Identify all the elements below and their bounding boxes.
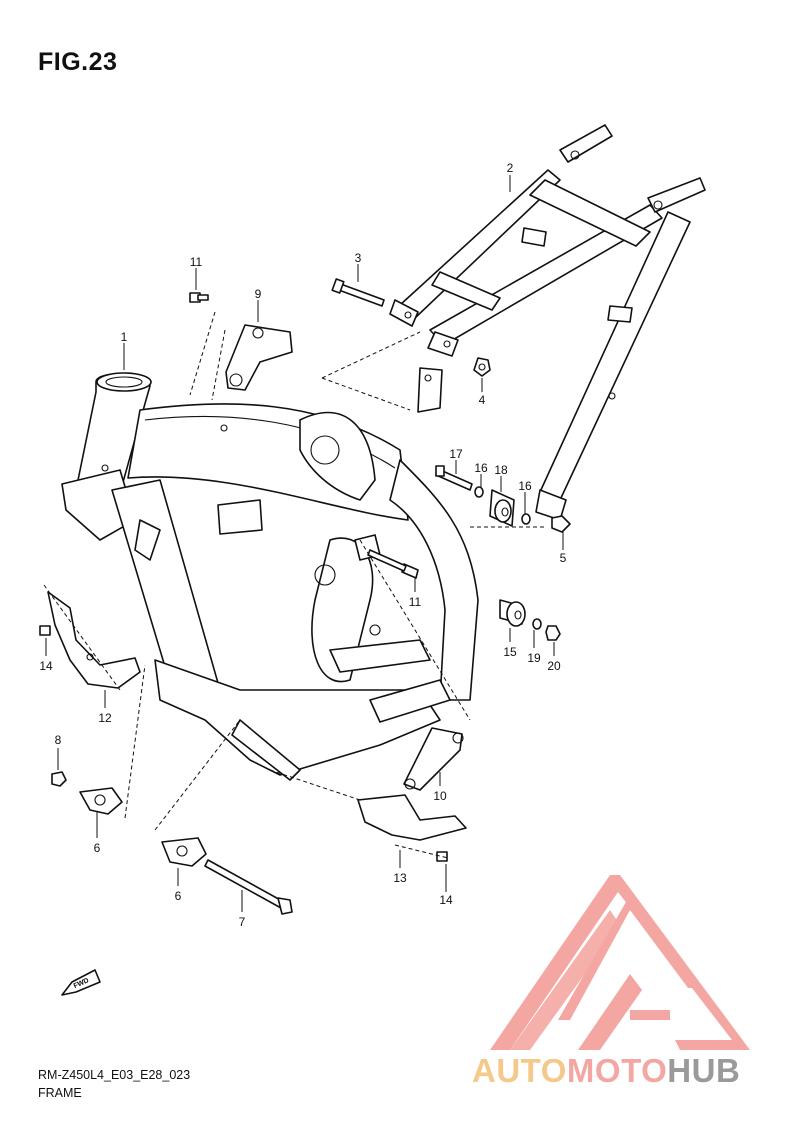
callout-19: 19 <box>527 651 541 665</box>
callouts: 1 2 3 4 5 6 6 7 8 9 10 11 11 12 13 14 14… <box>39 161 566 929</box>
callout-15: 15 <box>503 645 517 659</box>
bolt-14-left <box>39 625 51 636</box>
callout-6-lower: 6 <box>175 889 182 903</box>
bolt-5 <box>551 515 571 533</box>
watermark-auto: AUTO <box>472 1052 567 1089</box>
collar-15 <box>499 599 526 627</box>
nut-4 <box>473 357 491 377</box>
diagram-name: FRAME <box>38 1086 82 1100</box>
callout-16-left: 16 <box>474 461 488 475</box>
nut-8 <box>51 771 67 787</box>
callout-6-upper: 6 <box>94 841 101 855</box>
callout-20: 20 <box>547 659 561 673</box>
model-code: RM-Z450L4_E03_E28_023 <box>38 1068 191 1082</box>
fwd-arrow-icon: FWD <box>61 969 101 996</box>
bolt-3 <box>331 278 385 307</box>
bolt-11-lower <box>367 549 419 579</box>
watermark-logo-icon <box>490 875 750 1050</box>
bracket-10 <box>403 727 464 791</box>
callout-11-upper: 11 <box>190 255 203 269</box>
washer-19 <box>532 618 542 630</box>
watermark-hub: HUB <box>667 1052 741 1089</box>
callout-13: 13 <box>393 871 407 885</box>
washer-16-left <box>474 486 484 498</box>
nut-20 <box>545 625 561 641</box>
bolt-7 <box>204 859 293 915</box>
callout-11-lower: 11 <box>409 595 422 609</box>
callout-18: 18 <box>494 463 508 477</box>
watermark-text: AUTOMOTOHUB <box>472 1052 740 1090</box>
washer-16-right <box>521 513 531 525</box>
callout-16-right: 16 <box>518 479 532 493</box>
callout-17: 17 <box>449 447 463 461</box>
bracket-6-lower <box>161 837 207 867</box>
callout-4: 4 <box>479 393 486 407</box>
callout-9: 9 <box>255 287 262 301</box>
callout-14-left: 14 <box>39 659 53 673</box>
callout-10: 10 <box>433 789 447 803</box>
callout-2: 2 <box>507 161 514 175</box>
leader-lines <box>43 175 564 912</box>
collar-18 <box>489 489 515 527</box>
bolt-11-upper <box>189 292 209 303</box>
rear-subframe <box>389 124 706 521</box>
callout-7: 7 <box>239 915 246 929</box>
guard-13 <box>357 794 467 841</box>
bolt-14-right <box>436 851 448 862</box>
main-frame <box>61 372 479 781</box>
callout-5: 5 <box>560 551 567 565</box>
bracket-9 <box>225 324 293 391</box>
callout-12: 12 <box>98 711 112 725</box>
callout-8: 8 <box>55 733 62 747</box>
callout-14-right: 14 <box>439 893 453 907</box>
figure-title: FIG.23 <box>38 48 118 76</box>
bolt-17 <box>435 465 473 491</box>
bracket-6-upper <box>79 787 123 815</box>
watermark-moto: MOTO <box>566 1052 668 1089</box>
callout-3: 3 <box>355 251 362 265</box>
callout-1: 1 <box>121 330 128 344</box>
guard-12 <box>47 591 141 689</box>
